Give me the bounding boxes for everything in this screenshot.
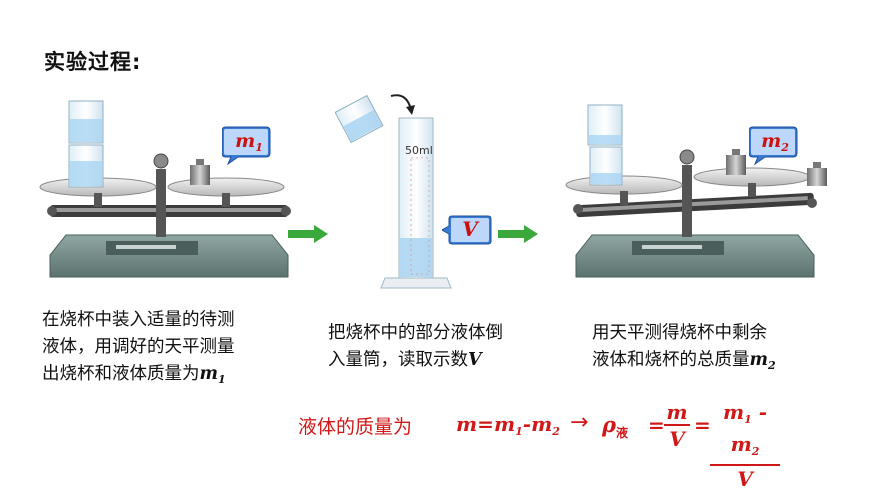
mass-difference-expression: m=m1-m2 xyxy=(456,412,560,438)
mass-m1-tag: m1 xyxy=(235,130,263,154)
density-symbol: ρ液 xyxy=(602,412,628,440)
implies-arrow: → xyxy=(570,410,589,435)
step3-caption: 用天平测得烧杯中剩余 液体和烧杯的总质量m2 xyxy=(592,323,776,372)
formula-label: 液体的质量为 xyxy=(298,416,413,438)
volume-v-tag-bg xyxy=(442,215,492,245)
equals-sign-1: = xyxy=(648,413,665,437)
mass-m1-tag-bg xyxy=(222,126,271,165)
balance-scale-step3 xyxy=(565,104,817,278)
mass-m2-tag: m2 xyxy=(761,130,789,154)
volume-v-tag: V xyxy=(462,217,478,241)
fraction-mass-diff-over-v: m1 -m2 V xyxy=(710,400,780,492)
step2-caption: 把烧杯中的部分液体倒 入量筒，读取示数V xyxy=(328,323,503,370)
measuring-cylinder: 50ml xyxy=(335,94,452,289)
step-arrow-2-icon xyxy=(498,225,538,243)
balance-scale-step1 xyxy=(39,100,291,278)
step1-caption: 在烧杯中装入适量的待测 液体，用调好的天平测量 出烧杯和液体质量为m1 xyxy=(42,310,235,386)
spare-weight xyxy=(807,162,827,186)
cylinder-capacity-label: 50ml xyxy=(405,144,433,157)
equals-sign-2: = xyxy=(694,413,711,437)
mass-m2-tag-bg xyxy=(749,126,798,165)
section-title: 实验过程: xyxy=(44,50,142,74)
step-arrow-1-icon xyxy=(288,225,328,243)
